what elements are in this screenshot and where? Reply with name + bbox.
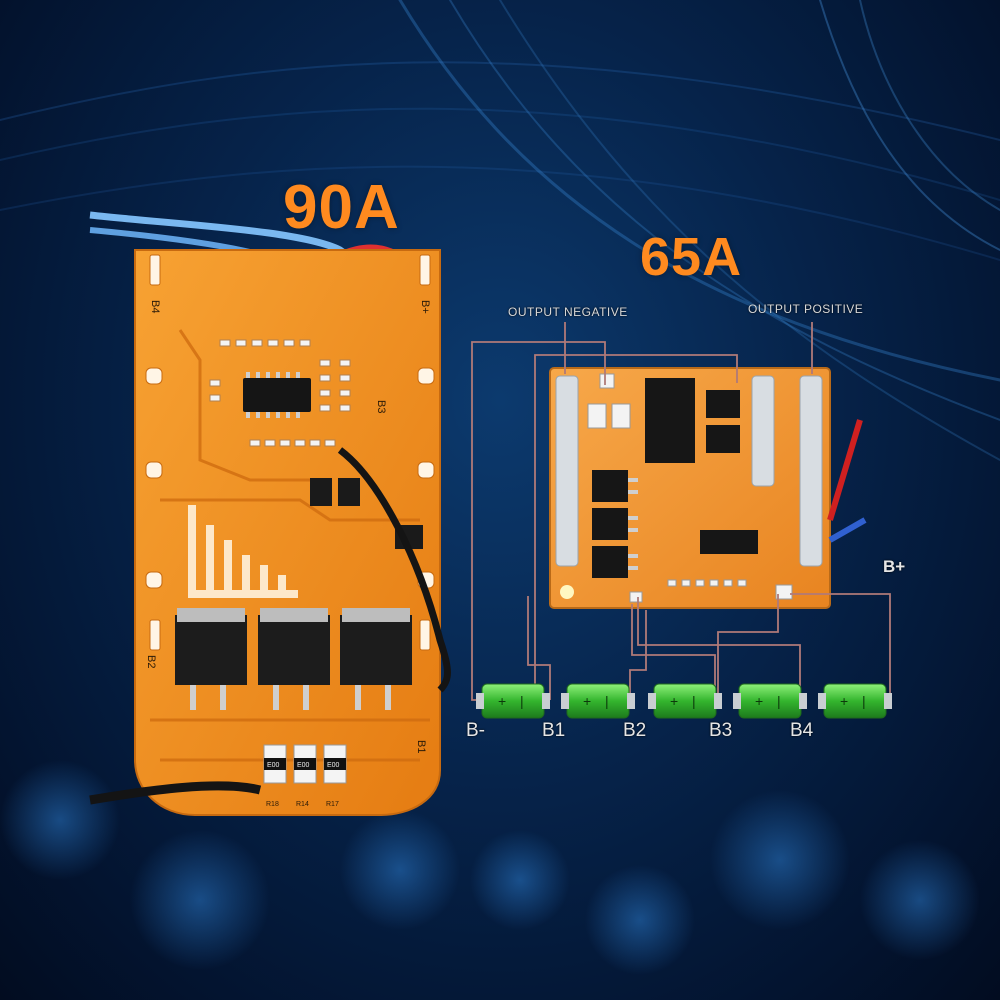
battery-cell: +| (733, 683, 807, 719)
pad-label-bplus: B+ (419, 300, 431, 314)
output-negative-label: OUTPUT NEGATIVE (508, 305, 628, 319)
right-bms-board (549, 367, 867, 609)
pad-label-b1: B1 (415, 740, 427, 753)
resistor-code: E00 (327, 762, 340, 769)
svg-text:+: + (755, 693, 763, 709)
pad-label-b3: B3 (375, 400, 387, 413)
svg-text:|: | (777, 693, 781, 709)
battery-cell: +| (648, 683, 722, 719)
b-plus-label: B+ (883, 557, 906, 576)
svg-text:|: | (605, 693, 609, 709)
node-label-b4: B4 (790, 720, 814, 741)
resistor-label: R18 (266, 801, 279, 808)
title-90a: 90A (283, 173, 400, 242)
resistor-code: E00 (297, 762, 310, 769)
svg-text:+: + (840, 693, 848, 709)
background-waves (0, 0, 1000, 461)
wiring-lines (471, 322, 891, 701)
pad-label-b2: B2 (145, 655, 157, 668)
node-label-b3: B3 (709, 720, 733, 741)
node-label-b2: B2 (623, 720, 647, 741)
svg-text:+: + (498, 693, 506, 709)
output-positive-label: OUTPUT POSITIVE (748, 302, 864, 316)
battery-cell: +| (818, 683, 892, 719)
svg-text:+: + (670, 693, 678, 709)
pad-label-b4: B4 (149, 300, 161, 313)
resistor-code: E00 (267, 762, 280, 769)
battery-cell: +| (561, 683, 635, 719)
battery-cells: +| +| +| +| +| (476, 683, 892, 719)
resistor-label: R14 (296, 801, 309, 808)
node-label-b-minus: B- (466, 720, 485, 741)
background-bokeh (0, 760, 980, 975)
svg-text:|: | (692, 693, 696, 709)
battery-cell: +| (476, 683, 550, 719)
title-65a: 65A (640, 227, 743, 287)
svg-text:|: | (862, 693, 866, 709)
left-bms-board (89, 211, 451, 816)
svg-text:+: + (583, 693, 591, 709)
resistor-label: R17 (326, 801, 339, 808)
svg-text:|: | (520, 693, 524, 709)
node-label-b1: B1 (542, 720, 566, 741)
